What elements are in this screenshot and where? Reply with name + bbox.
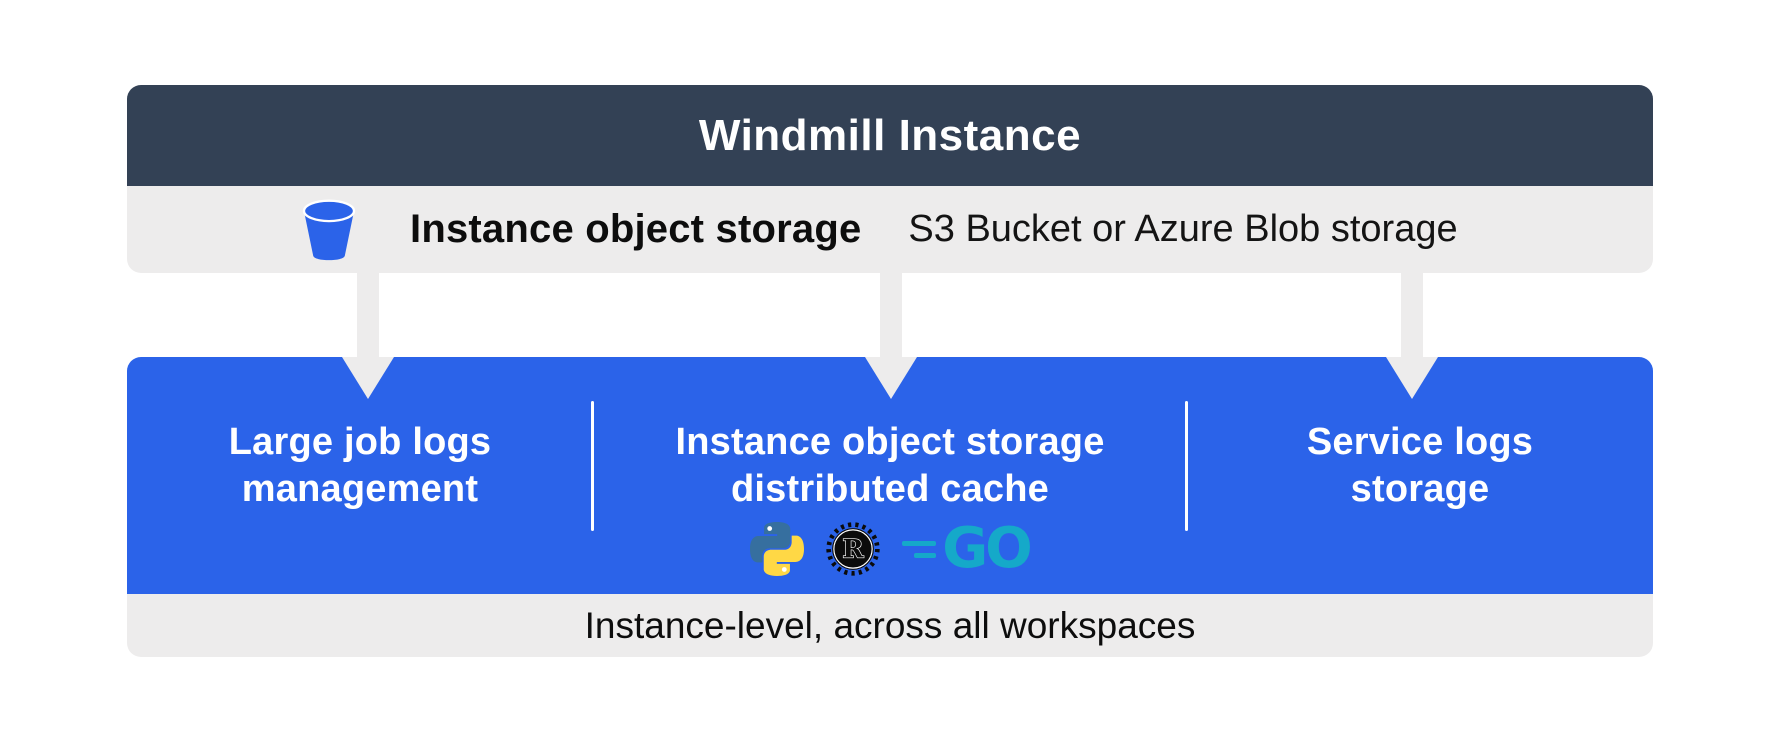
section-title-line1: Large job logs — [228, 421, 492, 463]
footer-bar: Instance-level, across all workspaces — [127, 594, 1653, 657]
instance-object-storage-row: Instance object storage S3 Bucket or Azu… — [127, 186, 1653, 273]
language-icons-row: R GO — [593, 519, 1187, 579]
section-divider — [1185, 401, 1188, 531]
arrow-stem — [1401, 273, 1423, 359]
section-title-line2: storage — [1350, 468, 1490, 510]
section-large-job-logs: Large job logs management — [127, 357, 593, 594]
arrow-down-left-icon — [342, 273, 394, 399]
section-divider — [591, 401, 594, 531]
section-title-line2: management — [241, 468, 479, 510]
section-distributed-cache: Instance object storage distributed cach… — [593, 357, 1187, 594]
rust-icon: R — [826, 522, 880, 576]
arrow-down-right-icon — [1386, 273, 1438, 399]
arrow-head — [1386, 357, 1438, 399]
section-title-line1: Service logs — [1306, 421, 1534, 463]
arrow-stem — [357, 273, 379, 359]
go-icon: GO — [902, 516, 1033, 581]
section-service-logs: Service logs storage — [1187, 357, 1653, 594]
arrow-head — [342, 357, 394, 399]
rust-letter: R — [843, 535, 865, 565]
storage-row-label: Instance object storage — [410, 207, 862, 251]
section-title: Instance object storage distributed cach… — [593, 419, 1187, 513]
section-title-line2: distributed cache — [730, 468, 1050, 510]
storage-row-sublabel: S3 Bucket or Azure Blob storage — [908, 208, 1458, 250]
footer-label: Instance-level, across all workspaces — [584, 604, 1196, 646]
section-title: Service logs storage — [1187, 419, 1653, 513]
windmill-instance-panel: Windmill Instance Instance object storag… — [127, 85, 1653, 273]
storage-uses-panel: Large job logs management Instance objec… — [127, 357, 1653, 657]
go-speed-lines — [902, 540, 937, 558]
section-title: Large job logs management — [127, 419, 593, 513]
section-title-line1: Instance object storage — [675, 421, 1105, 463]
bucket-icon — [302, 199, 356, 260]
arrow-stem — [880, 273, 902, 359]
panel-header: Windmill Instance — [127, 85, 1653, 186]
python-icon — [750, 522, 805, 576]
arrow-head — [865, 357, 917, 399]
go-wordmark: GO — [942, 516, 1033, 581]
arrow-down-middle-icon — [865, 273, 917, 399]
panel-title: Windmill Instance — [698, 110, 1082, 160]
